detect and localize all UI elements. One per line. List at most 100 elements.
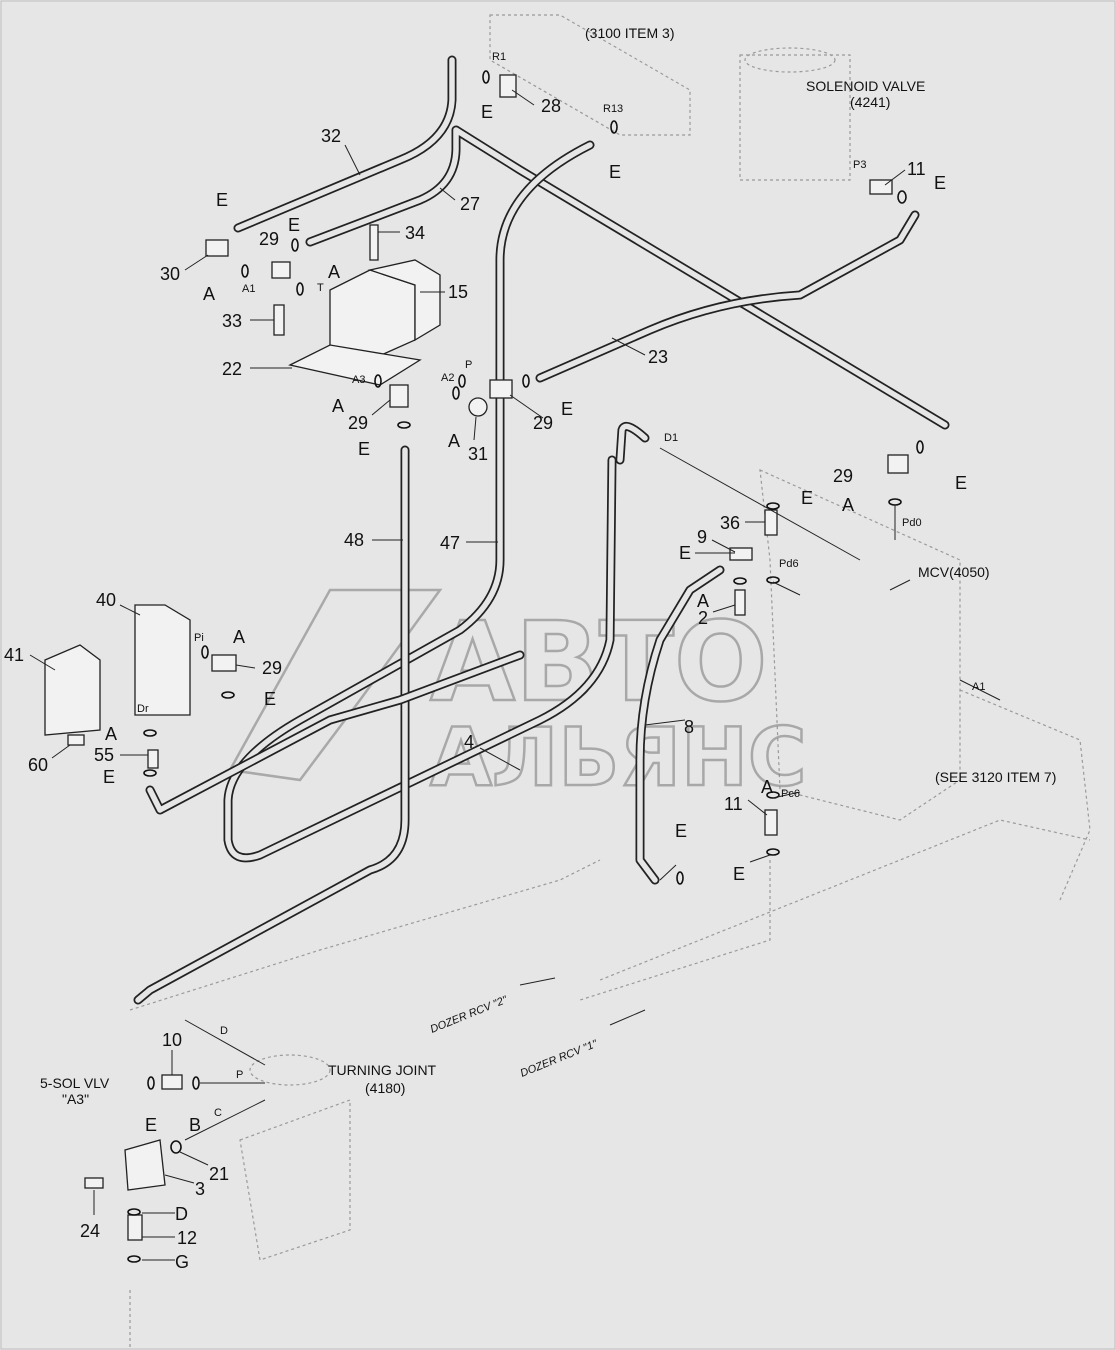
fitting-9 — [729, 547, 753, 561]
fitting-11b — [764, 809, 778, 836]
fitting-36 — [764, 509, 778, 536]
dozer-rcv-1-label: DOZER RCV "1" — [519, 1038, 600, 1080]
hose-lines — [133, 55, 950, 1005]
turning-joint-title: TURNING JOINT — [328, 1062, 437, 1078]
callout-15: 15 — [448, 282, 468, 302]
sol-vlv-a3-label: "A3" — [62, 1091, 89, 1107]
callout-29d: 29 — [833, 466, 853, 486]
letter-a: A — [332, 396, 344, 416]
bolt-60 — [67, 734, 85, 746]
port-pd0: Pd0 — [902, 517, 922, 529]
letter-e: E — [358, 439, 370, 459]
callout-4: 4 — [464, 732, 474, 752]
bolt-33 — [273, 304, 285, 336]
callout-27: 27 — [460, 194, 480, 214]
callout-36: 36 — [720, 513, 740, 533]
port-c-joint: C — [214, 1107, 222, 1119]
callout-9: 9 — [697, 527, 707, 547]
callout-32: 32 — [321, 126, 341, 146]
letter-a: A — [328, 262, 340, 282]
letter-e: E — [955, 473, 967, 493]
bolt-24 — [84, 1177, 104, 1189]
port-r13: R13 — [603, 103, 623, 115]
port-pc6: Pc6 — [781, 788, 800, 800]
port-a1-mcv: A1 — [972, 681, 985, 693]
callout-3: 3 — [195, 1179, 205, 1199]
fitting-30 — [205, 239, 229, 257]
letter-e: E — [264, 689, 276, 709]
solenoid-valve-title: SOLENOID VALVE — [806, 78, 925, 94]
callout-40: 40 — [96, 590, 116, 610]
port-labels: R1 R13 P3 A1 T A3 A2 P D1 Pd0 Pd6 Pi Dr … — [137, 51, 985, 1119]
fitting-29c — [489, 379, 513, 399]
letter-g: G — [175, 1252, 189, 1272]
letter-e: E — [733, 864, 745, 884]
fitting-29e — [211, 654, 237, 672]
letter-a: A — [203, 284, 215, 304]
port-a1: A1 — [242, 283, 255, 295]
port-t: T — [317, 282, 324, 294]
letter-e: E — [145, 1115, 157, 1135]
mcv-label: MCV(4050) — [918, 564, 990, 580]
callout-11b: 11 — [724, 794, 743, 814]
callout-22: 22 — [222, 359, 242, 379]
letter-e: E — [801, 488, 813, 508]
letter-e: E — [934, 173, 946, 193]
bolt-34 — [369, 224, 379, 261]
bracket-41 — [44, 644, 101, 736]
letter-b: B — [189, 1115, 201, 1135]
callout-47: 47 — [440, 533, 460, 553]
callout-24: 24 — [80, 1221, 100, 1241]
port-p: P — [465, 359, 472, 371]
fitting-55 — [147, 749, 159, 769]
callout-11a: 11 — [907, 159, 926, 179]
callout-8: 8 — [684, 717, 694, 737]
fitting-29d — [887, 454, 909, 474]
callout-23: 23 — [648, 347, 668, 367]
callout-41: 41 — [4, 645, 24, 665]
callout-2: 2 — [698, 608, 708, 628]
port-pd6: Pd6 — [779, 558, 799, 570]
o-rings — [127, 70, 924, 1263]
callout-21: 21 — [209, 1164, 229, 1184]
fitting-2 — [734, 589, 746, 616]
fitting-10 — [161, 1074, 183, 1090]
port-a2: A2 — [441, 372, 454, 384]
letter-callouts: E E E E E E E E E E E E E E E A A A A A … — [103, 102, 967, 1272]
callout-31: 31 — [468, 444, 488, 464]
port-p3: P3 — [853, 159, 866, 171]
ghost-components — [129, 14, 1091, 1350]
letter-e: E — [103, 767, 115, 787]
callout-34: 34 — [405, 223, 425, 243]
callout-60: 60 — [28, 755, 48, 775]
callout-29b: 29 — [348, 413, 368, 433]
components — [44, 74, 909, 1241]
port-pi: Pi — [194, 632, 204, 644]
fitting-28 — [499, 74, 517, 98]
port-d1: D1 — [664, 432, 678, 444]
sol-vlv-label: 5-SOL VLV — [40, 1075, 110, 1091]
letter-e: E — [675, 821, 687, 841]
watermark-line2: АЛЬЯНС — [430, 711, 807, 804]
callout-28: 28 — [541, 96, 561, 116]
letter-d: D — [175, 1204, 188, 1224]
letter-a: A — [233, 627, 245, 647]
letter-a: A — [448, 431, 460, 451]
leader-lines — [29, 89, 1001, 1261]
part-callouts: 32 27 30 29 34 15 33 22 29 31 29 23 28 1… — [4, 96, 926, 1248]
letter-a: A — [842, 495, 854, 515]
solenoid-valve-code: (4241) — [850, 94, 890, 110]
letter-a: A — [761, 777, 773, 797]
letter-e: E — [679, 543, 691, 563]
fitting-12 — [127, 1214, 143, 1241]
callout-12: 12 — [177, 1228, 197, 1248]
letter-a: A — [105, 724, 117, 744]
callout-29c: 29 — [533, 413, 553, 433]
dozer-rcv-2-label: DOZER RCV "2" — [429, 994, 510, 1036]
fitting-29b — [389, 384, 409, 408]
plug-31 — [468, 397, 488, 417]
callout-29a: 29 — [259, 229, 279, 249]
